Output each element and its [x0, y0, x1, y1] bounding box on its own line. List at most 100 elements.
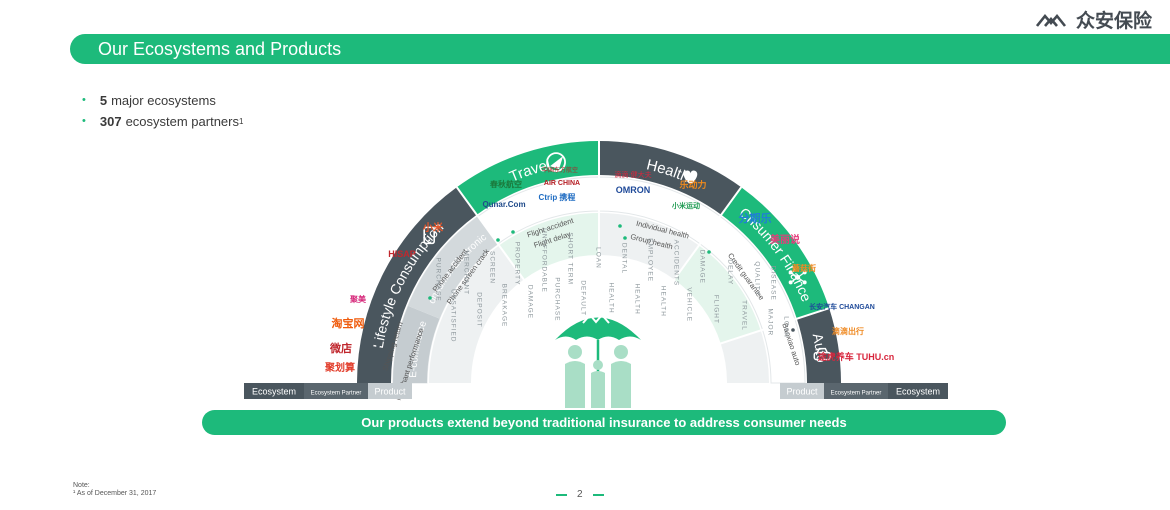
electronics-band — [408, 216, 498, 319]
network-icon — [788, 270, 807, 285]
product-word: QUALITY — [754, 261, 761, 296]
partner-logo: 美丽说 — [770, 233, 800, 246]
product-word: UNAFFORDABLE — [541, 228, 548, 293]
ecosystem-segment — [599, 141, 742, 215]
footnote-marker: 1 — [239, 117, 244, 126]
note-text: ¹ As of December 31, 2017 — [73, 490, 157, 497]
legend-box — [244, 383, 304, 399]
ecosystem-segment — [456, 141, 599, 215]
ecosystem-segment — [357, 187, 477, 383]
figure-label: ecosystem partners — [125, 114, 239, 129]
scenario-dot — [496, 238, 500, 242]
scenario-segment — [429, 245, 524, 383]
partner-logo: 小米运动 — [671, 201, 700, 210]
scenario-dot — [791, 328, 795, 332]
partner-logo: 滴滴·健大夫 — [614, 170, 651, 179]
legend-label: Ecosystem — [896, 387, 940, 397]
partner-logo: HISAP — [388, 249, 416, 259]
product-word: MERCHANT — [463, 250, 470, 295]
ecosystem-segment — [796, 308, 841, 383]
product-word: FLIGHT — [713, 295, 720, 324]
figure-value: 307 — [99, 114, 122, 129]
product-word: HEALTH — [634, 284, 641, 315]
partner-logo: AIR CHINA — [544, 180, 580, 187]
page-dash — [556, 493, 567, 496]
scenario-dot — [428, 296, 432, 300]
product-word: TRAVEL — [741, 300, 748, 331]
partner-logo: 滴滴出行 — [832, 326, 864, 336]
partner-logo: 乐动力 — [679, 179, 706, 190]
partner-logo: Qunar.Com — [482, 200, 525, 209]
bullet-icon: • — [82, 94, 86, 106]
scenario-dot — [511, 230, 515, 234]
segment-divider — [672, 186, 743, 282]
product-word: DELAY — [727, 259, 734, 285]
legend-box — [368, 383, 412, 399]
scenario-segment — [674, 245, 761, 344]
scenario-segment — [499, 213, 599, 280]
partner-logo: 春秋航空 — [490, 179, 522, 189]
footnote: Note: ¹ As of December 31, 2017 — [73, 482, 156, 498]
legend-box — [824, 383, 888, 399]
ecosystem-segment — [721, 187, 830, 319]
scenario-segment — [599, 213, 699, 280]
product-word: BREAKAGE — [501, 284, 508, 328]
product-word: DAMAGE — [527, 285, 534, 319]
product-word: DISEASE — [770, 266, 777, 301]
product-word: ACCIDENTS — [673, 240, 680, 287]
summary-banner: Our products extend beyond traditional i… — [202, 410, 1006, 435]
figure-value: 5 — [99, 93, 108, 108]
ecommerce-band — [393, 305, 440, 383]
legend-label: Ecosystem Partner — [311, 391, 362, 397]
page-number-text: 2 — [577, 489, 583, 500]
page-dash — [592, 493, 604, 496]
figure-label: major ecosystems — [111, 93, 216, 108]
mountain-logo-icon — [1035, 13, 1066, 27]
key-figures-list: • 5 major ecosystems • 307 ecosystem par… — [82, 90, 243, 132]
legend-box — [304, 383, 368, 399]
product-word: LOAN — [783, 316, 790, 338]
globe-plane-icon — [546, 152, 566, 173]
bullet-icon: • — [82, 115, 86, 127]
partner-logo: 聚美 — [349, 294, 367, 304]
segment-divider — [718, 307, 830, 346]
partner-logo: Ctrip 携程 — [539, 192, 576, 202]
partner-logo: OMRON — [616, 185, 651, 195]
product-word: DEPOSIT — [476, 292, 483, 328]
partner-logo: 小米 — [422, 221, 444, 234]
umbrella-family-icon — [555, 313, 641, 408]
legend-label: Product — [374, 387, 406, 397]
car-icon — [813, 347, 832, 361]
page-number: 2 — [556, 489, 604, 500]
partner-logo: 分期乐 — [739, 211, 772, 225]
product-word: DAMAGE — [699, 250, 706, 284]
note-label: Note: — [73, 482, 90, 489]
product-word: SHORT TERM — [567, 232, 574, 285]
product-word: PROPERTY — [514, 242, 521, 286]
product-word: HEALTH — [660, 286, 667, 317]
partner-logo: 途虎养车 TUHU.cn — [818, 351, 895, 362]
scenario-dot — [623, 236, 627, 240]
legend-label: Ecosystem — [252, 387, 296, 397]
list-item: • 5 major ecosystems — [82, 90, 243, 111]
scenario-segment — [720, 330, 769, 383]
title-bar: Our Ecosystems and Products — [70, 34, 1170, 64]
product-word: LOAN — [595, 247, 602, 269]
logo-text: 众安保险 — [1075, 10, 1152, 32]
product-word: DENTAL — [621, 243, 628, 274]
product-word: PURCHASE — [554, 277, 561, 321]
legend-box — [780, 383, 824, 399]
scenario-dot — [707, 250, 711, 254]
legend-box — [888, 383, 948, 399]
heart-icon — [683, 170, 698, 185]
product-word: SCREEN — [489, 251, 496, 284]
page-title: Our Ecosystems and Products — [98, 39, 342, 59]
partner-logo: 淘宝网 — [332, 316, 365, 330]
partner-logo: 微店 — [329, 341, 352, 355]
scenario-dot — [376, 344, 380, 348]
product-word: UNSATISFIED — [450, 289, 457, 343]
partner-logo: 长安汽车 CHANGAN — [809, 302, 875, 311]
product-word: DEFAULT — [580, 280, 587, 316]
